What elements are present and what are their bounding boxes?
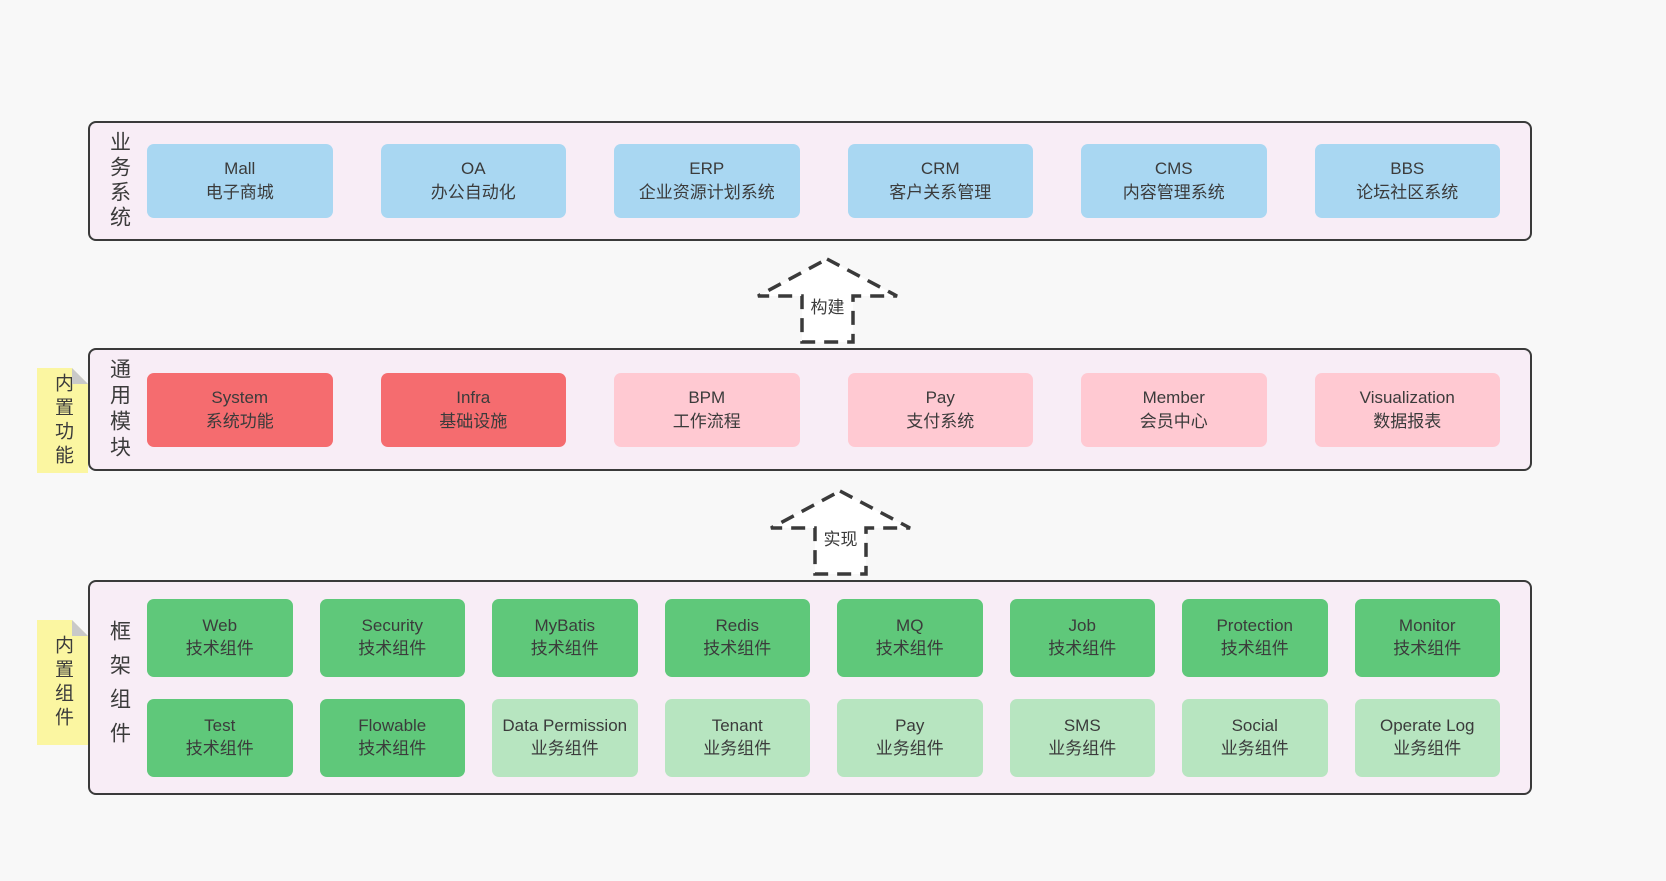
build-arrow-label: 构建 xyxy=(807,292,848,319)
module-box-desc: 业务组件 xyxy=(703,738,772,758)
module-box-desc: 企业资源计划系统 xyxy=(638,183,775,202)
implement-arrow: 实现 xyxy=(768,488,913,578)
module-box-oa: OA 办公自动化 xyxy=(380,144,566,218)
module-box-name: Data Permission xyxy=(502,716,628,736)
module-box-desc: 论坛社区系统 xyxy=(1356,183,1459,202)
module-box-name: Visualization xyxy=(1359,387,1455,407)
module-box-name: Protection xyxy=(1216,616,1294,636)
module-box-name: Member xyxy=(1142,387,1205,407)
common-modules-box-row: System 系统功能 Infra 基础设施 BPM 工作流程 Pay 支付系统… xyxy=(147,372,1530,447)
module-box-desc: 电子商城 xyxy=(205,183,274,202)
module-box-desc: 技术组件 xyxy=(875,638,944,658)
module-box-desc: 业务组件 xyxy=(875,738,944,758)
module-box-name: SMS xyxy=(1063,716,1101,736)
module-box-erp: ERP 企业资源计划系统 xyxy=(614,144,800,218)
module-box-desc: 业务组件 xyxy=(1220,738,1289,758)
business-systems-box-row: Mall 电子商城 OA 办公自动化 ERP 企业资源计划系统 CRM 客户关系… xyxy=(147,144,1530,218)
module-box-name: Test xyxy=(204,716,236,736)
module-box-desc: 支付系统 xyxy=(906,411,975,431)
module-box-job: Job 技术组件 xyxy=(1009,598,1155,677)
band-label-business-systems: 业务系统 xyxy=(107,131,131,231)
module-box-desc: 技术组件 xyxy=(1048,638,1117,658)
sticky-note-built-in-features: 内置功能 xyxy=(37,368,88,473)
build-arrow: 构建 xyxy=(755,256,900,346)
module-box-social: Social 业务组件 xyxy=(1182,698,1328,777)
module-box-name: System xyxy=(211,387,269,407)
module-box-desc: 工作流程 xyxy=(672,411,741,431)
module-box-name: Flowable xyxy=(358,716,427,736)
module-box-name: CRM xyxy=(920,159,960,179)
module-box-mq: MQ 技术组件 xyxy=(837,598,983,677)
module-box-operate-log: Operate Log 业务组件 xyxy=(1354,698,1500,777)
module-box-name: Mall xyxy=(224,159,256,179)
module-box-name: Tenant xyxy=(711,716,763,736)
module-box-infra: Infra 基础设施 xyxy=(380,372,566,447)
band-label-framework-components: 框架组件 xyxy=(107,619,131,756)
module-box-pay: Pay 业务组件 xyxy=(837,698,983,777)
module-box-desc: 技术组件 xyxy=(358,738,427,758)
module-box-bbs: BBS 论坛社区系统 xyxy=(1314,144,1500,218)
module-box-name: ERP xyxy=(689,159,725,179)
module-box-tenant: Tenant 业务组件 xyxy=(664,698,810,777)
sticky-note-built-in-components: 内置组件 xyxy=(37,620,88,745)
band-common-modules: 通用模块 System 系统功能 Infra 基础设施 BPM 工作流程 Pay… xyxy=(88,348,1532,471)
module-box-desc: 技术组件 xyxy=(358,638,427,658)
module-box-desc: 技术组件 xyxy=(185,638,254,658)
module-box-visualization: Visualization 数据报表 xyxy=(1314,372,1500,447)
module-box-desc: 技术组件 xyxy=(703,638,772,658)
module-box-desc: 数据报表 xyxy=(1373,411,1442,431)
implement-arrow-label: 实现 xyxy=(820,524,861,551)
module-box-name: MyBatis xyxy=(534,616,595,636)
module-box-monitor: Monitor 技术组件 xyxy=(1354,598,1500,677)
module-box-crm: CRM 客户关系管理 xyxy=(847,144,1033,218)
module-box-name: OA xyxy=(460,159,486,179)
band-label-common-modules: 通用模块 xyxy=(107,357,131,462)
module-box-bpm: BPM 工作流程 xyxy=(614,372,800,447)
module-box-cms: CMS 内容管理系统 xyxy=(1081,144,1267,218)
module-box-name: Security xyxy=(361,616,423,636)
module-box-desc: 技术组件 xyxy=(1220,638,1289,658)
module-box-test: Test 技术组件 xyxy=(147,698,293,777)
module-box-mybatis: MyBatis 技术组件 xyxy=(492,598,638,677)
module-box-name: Monitor xyxy=(1398,616,1456,636)
module-box-mall: Mall 电子商城 xyxy=(147,144,333,218)
module-box-redis: Redis 技术组件 xyxy=(664,598,810,677)
module-box-name: Redis xyxy=(715,616,759,636)
module-box-desc: 系统功能 xyxy=(205,411,274,431)
module-box-desc: 技术组件 xyxy=(185,738,254,758)
band-business-systems: 业务系统 Mall 电子商城 OA 办公自动化 ERP 企业资源计划系统 CRM… xyxy=(88,121,1532,241)
module-box-system: System 系统功能 xyxy=(147,372,333,447)
module-box-name: BPM xyxy=(688,387,726,407)
module-box-desc: 会员中心 xyxy=(1139,411,1208,431)
module-box-name: Infra xyxy=(456,387,491,407)
module-box-data-permission: Data Permission 业务组件 xyxy=(492,698,638,777)
module-box-name: Pay xyxy=(895,716,925,736)
module-box-desc: 业务组件 xyxy=(1393,738,1462,758)
module-box-name: MQ xyxy=(896,616,924,636)
module-box-name: Job xyxy=(1068,616,1096,636)
module-box-flowable: Flowable 技术组件 xyxy=(319,698,465,777)
module-box-desc: 客户关系管理 xyxy=(889,183,992,202)
module-box-desc: 办公自动化 xyxy=(430,183,516,202)
module-box-desc: 基础设施 xyxy=(439,411,508,431)
module-box-member: Member 会员中心 xyxy=(1081,372,1267,447)
module-box-protection: Protection 技术组件 xyxy=(1182,598,1328,677)
module-box-name: Social xyxy=(1231,716,1278,736)
module-box-pay: Pay 支付系统 xyxy=(847,372,1033,447)
module-box-name: Pay xyxy=(925,387,955,407)
module-box-sms: SMS 业务组件 xyxy=(1009,698,1155,777)
module-box-desc: 技术组件 xyxy=(530,638,599,658)
band-framework-components: 框架组件 Web 技术组件 Security 技术组件 MyBatis 技术组件… xyxy=(88,580,1532,795)
module-box-web: Web 技术组件 xyxy=(147,598,293,677)
module-box-name: CMS xyxy=(1154,159,1193,179)
module-box-name: BBS xyxy=(1390,159,1425,179)
module-box-desc: 技术组件 xyxy=(1393,638,1462,658)
module-box-name: Operate Log xyxy=(1379,716,1475,736)
module-box-security: Security 技术组件 xyxy=(319,598,465,677)
module-box-desc: 业务组件 xyxy=(1048,738,1117,758)
module-box-desc: 内容管理系统 xyxy=(1122,183,1225,202)
module-box-desc: 业务组件 xyxy=(530,738,599,758)
module-box-name: Web xyxy=(202,616,238,636)
framework-components-box-grid: Web 技术组件 Security 技术组件 MyBatis 技术组件 Redi… xyxy=(147,598,1530,777)
